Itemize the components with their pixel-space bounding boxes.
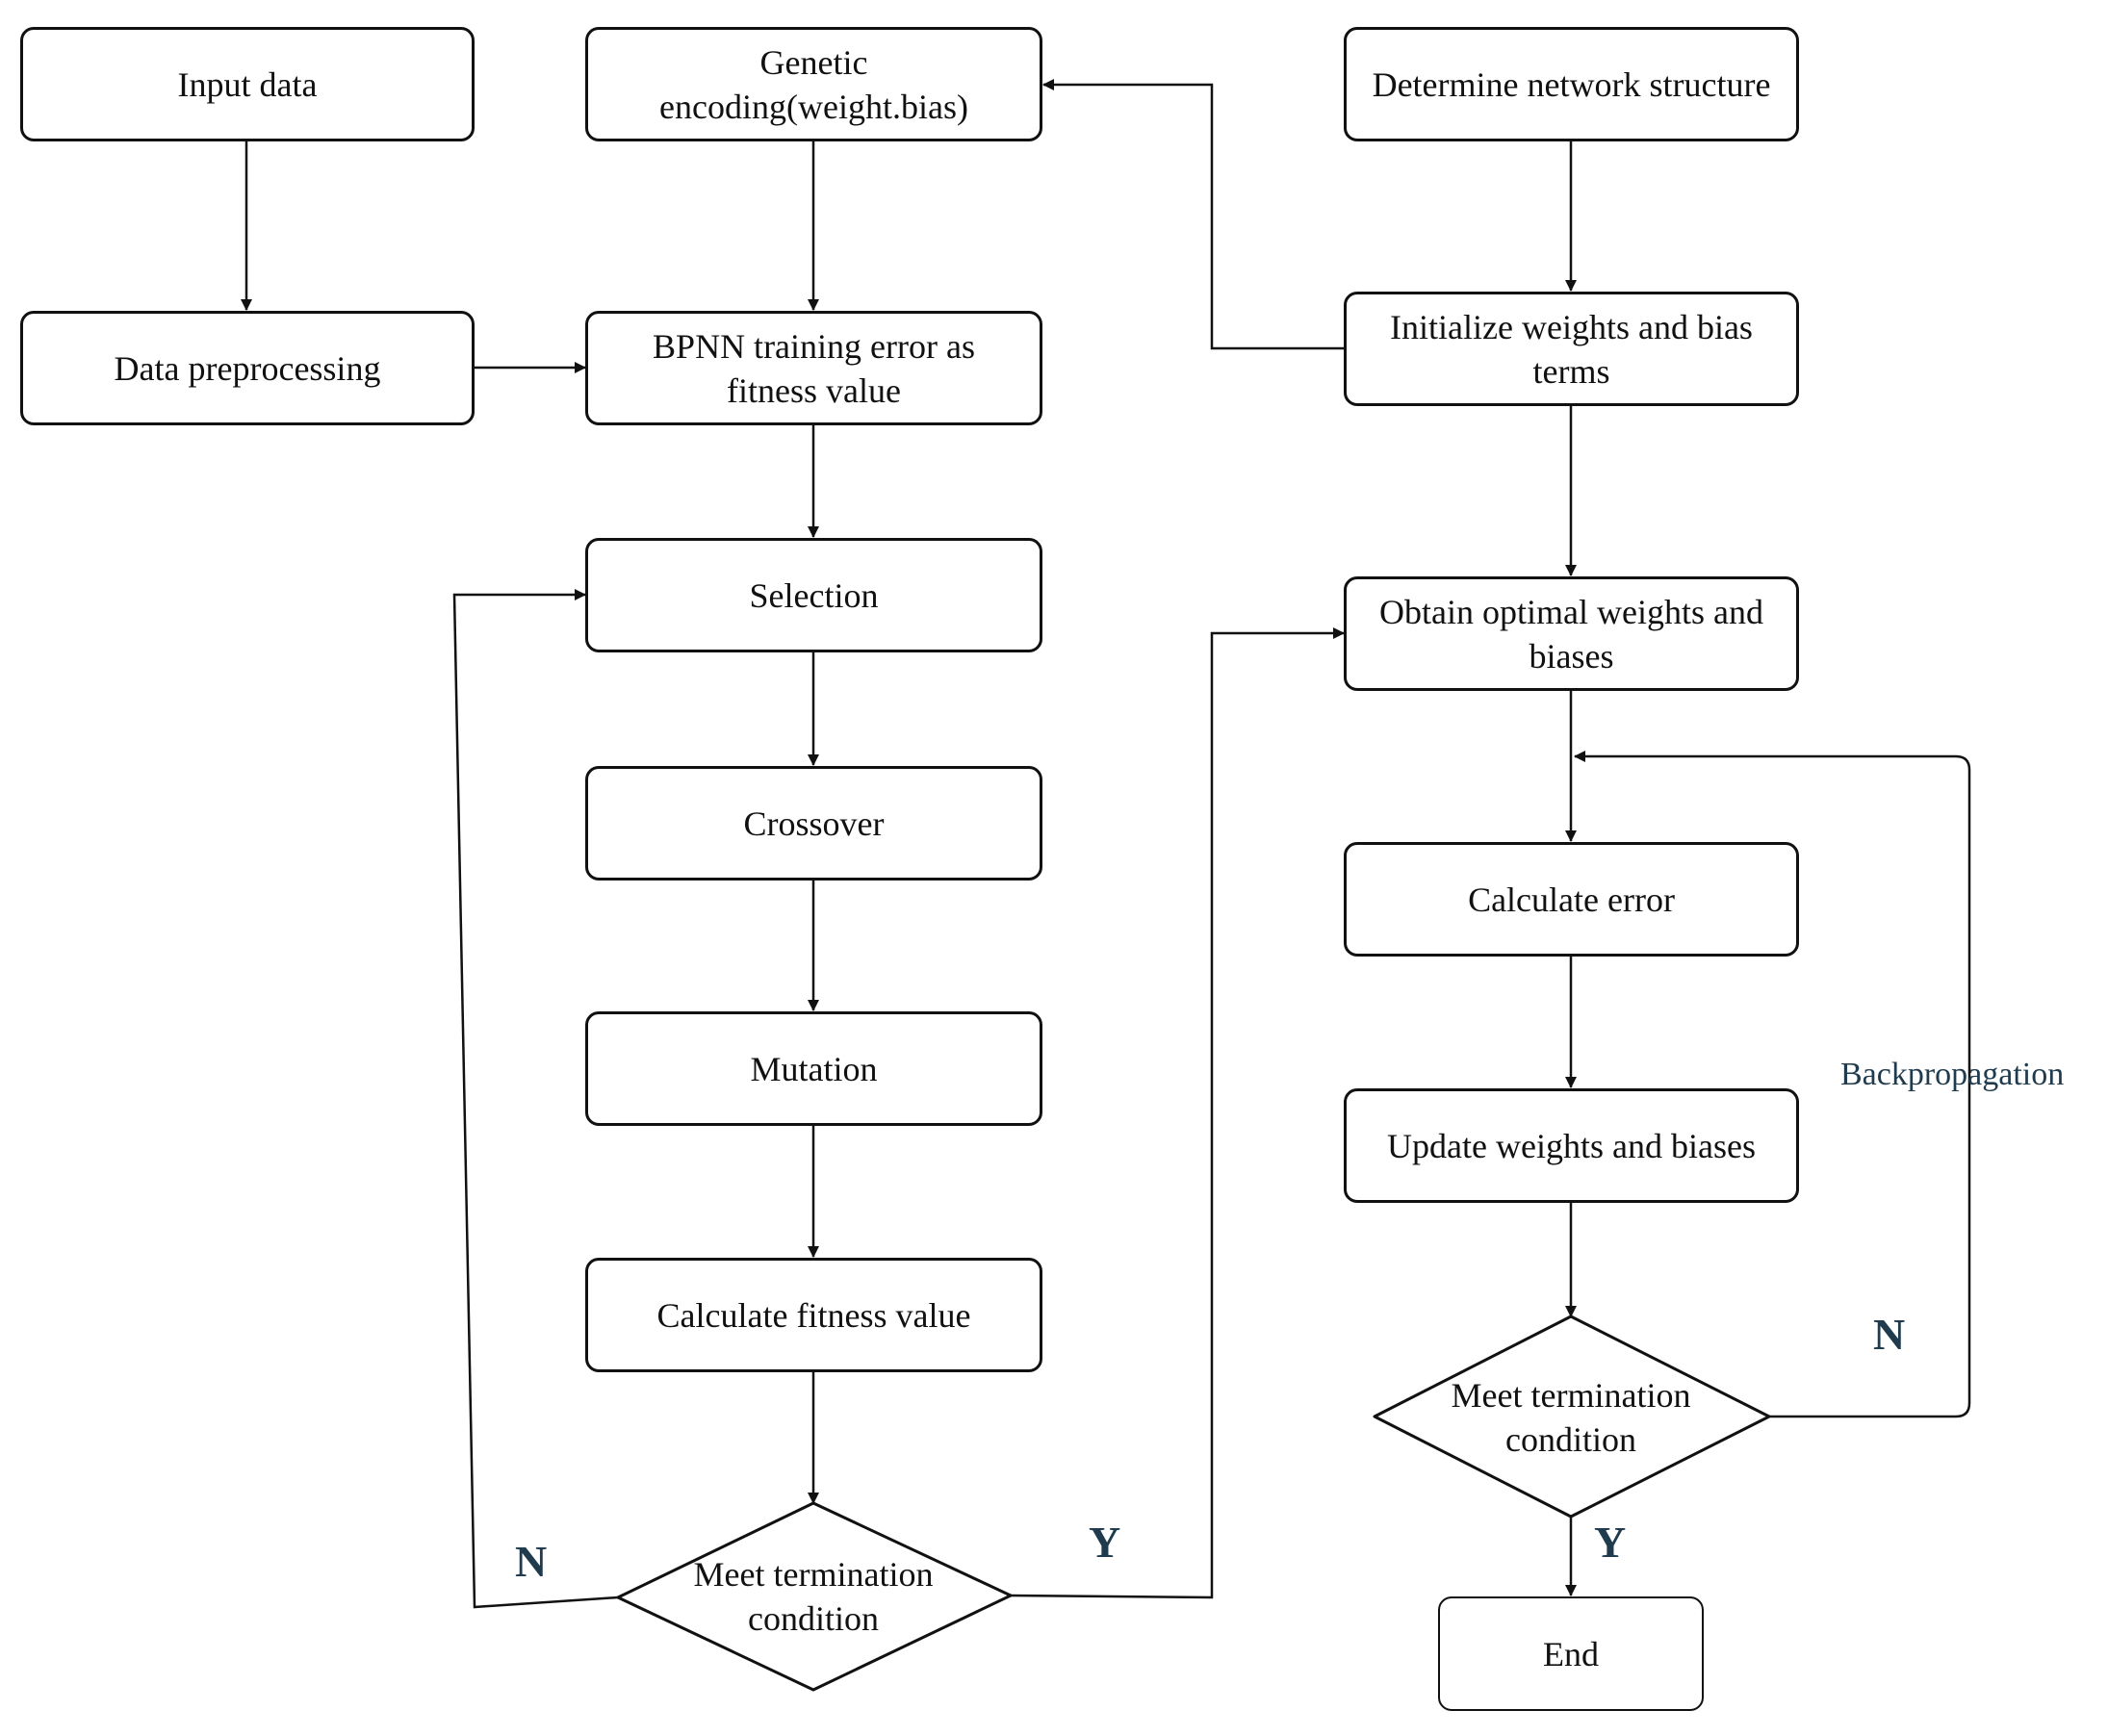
calculate-error-box: Calculate error <box>1344 842 1799 957</box>
ga-decision-diamond <box>616 1501 1013 1692</box>
bp-decision-diamond <box>1373 1315 1771 1519</box>
mutation-text: Mutation <box>750 1049 878 1088</box>
bpnn-training-error-text: BPNN training error as fitness value <box>653 326 975 410</box>
input-data-box: Input data <box>20 27 475 141</box>
ga-yes-label: Y <box>1089 1518 1121 1567</box>
determine-network-text: Determine network structure <box>1372 64 1771 104</box>
arrow-initialize-to-encoding <box>1042 79 1344 350</box>
arrow-bp-no-loop <box>1574 751 1971 1418</box>
bpnn-training-error-box: BPNN training error as fitness value <box>585 311 1042 425</box>
calculate-fitness-box: Calculate fitness value <box>585 1258 1042 1372</box>
bp-yes-label: Y <box>1594 1518 1627 1567</box>
ga-decision-text: Meet termination condition <box>693 1555 934 1638</box>
bp-decision-text: Meet termination condition <box>1451 1376 1691 1459</box>
determine-network-box: Determine network structure <box>1344 27 1799 141</box>
update-weights-box: Update weights and biases <box>1344 1088 1799 1203</box>
crossover-text: Crossover <box>743 804 885 843</box>
genetic-encoding-text: Genetic encoding(weight.bias) <box>659 42 968 126</box>
arrow-ga-no-loop <box>452 589 619 1609</box>
ga-no-label: N <box>515 1537 548 1586</box>
bp-no-label: N <box>1873 1310 1906 1359</box>
arrow-ga-yes <box>1010 627 1345 1599</box>
genetic-encoding-box: Genetic encoding(weight.bias) <box>585 27 1042 141</box>
calculate-error-text: Calculate error <box>1468 880 1675 919</box>
obtain-optimal-box: Obtain optimal weights and biases <box>1344 576 1799 691</box>
data-preprocessing-box: Data preprocessing <box>20 311 475 425</box>
backpropagation-label: Backpropagation <box>1840 1057 2065 1092</box>
selection-text: Selection <box>749 575 879 615</box>
calculate-fitness-text: Calculate fitness value <box>656 1295 971 1335</box>
input-data-text: Input data <box>177 64 318 104</box>
data-preprocessing-text: Data preprocessing <box>114 348 381 388</box>
crossover-box: Crossover <box>585 766 1042 881</box>
mutation-box: Mutation <box>585 1011 1042 1126</box>
update-weights-text: Update weights and biases <box>1387 1126 1756 1165</box>
end-box: End <box>1438 1596 1704 1711</box>
initialize-weights-box: Initialize weights and bias terms <box>1344 292 1799 406</box>
selection-box: Selection <box>585 538 1042 652</box>
initialize-weights-text: Initialize weights and bias terms <box>1390 307 1753 391</box>
end-text: End <box>1543 1634 1599 1673</box>
obtain-optimal-text: Obtain optimal weights and biases <box>1379 592 1763 676</box>
